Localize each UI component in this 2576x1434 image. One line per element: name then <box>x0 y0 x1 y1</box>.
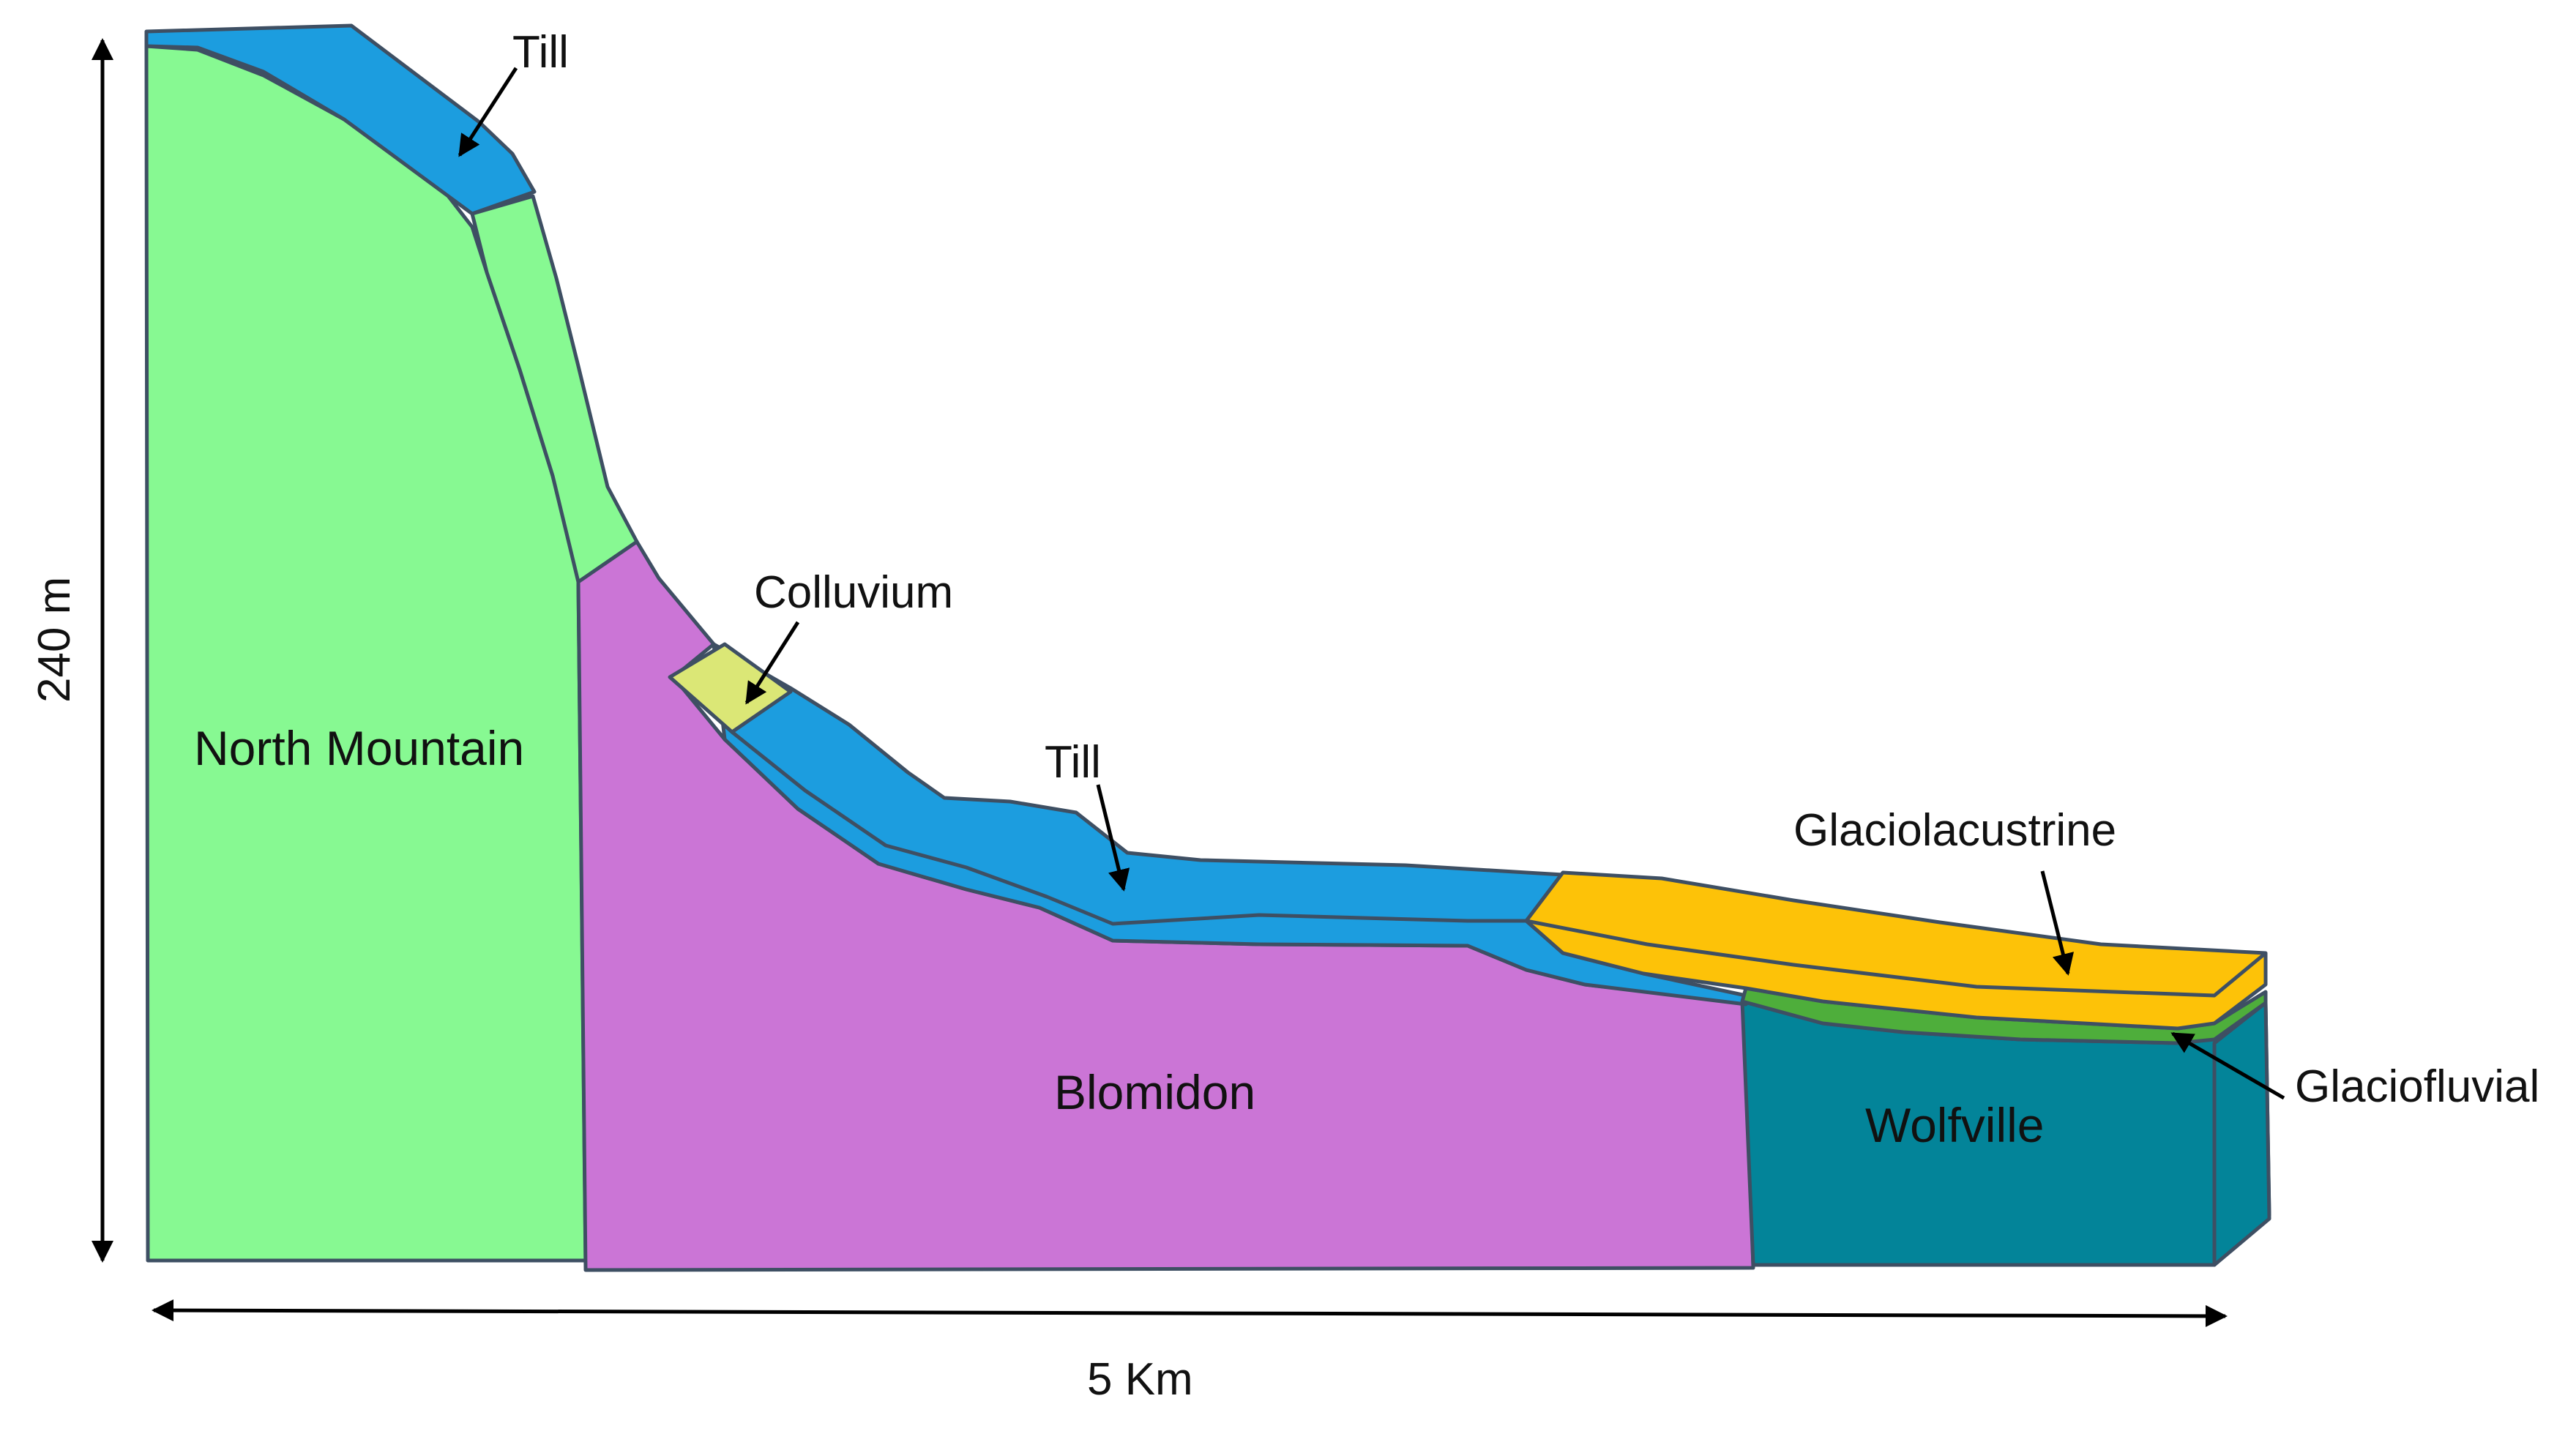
colluvium-leader-arrow <box>744 621 800 705</box>
label-glaciolacustrine: Glaciolacustrine <box>1793 805 2116 856</box>
till-lower-inner-line <box>731 731 1526 926</box>
till-upper-unit <box>144 23 537 216</box>
label-till-top: Till <box>512 27 569 78</box>
label-north-mountain: North Mountain <box>194 721 524 775</box>
vertical-scale-label: 240 m <box>29 577 80 703</box>
glaciolacustrine-inner-line <box>1526 919 2267 998</box>
label-till-mid: Till <box>1045 737 1101 788</box>
till-top-leader-arrow <box>458 67 518 157</box>
glaciofluvial-leader-arrow <box>2170 1031 2285 1100</box>
horizontal-scale-label: 5 Km <box>1087 1354 1193 1405</box>
label-wolfville: Wolfville <box>1865 1098 2045 1152</box>
colluvium-unit <box>668 642 793 734</box>
wolfville-side-face <box>2212 1001 2271 1267</box>
label-glaciofluvial: Glaciofluvial <box>2295 1061 2539 1112</box>
label-blomidon: Blomidon <box>1054 1065 1255 1119</box>
glaciolacustrine-leader-arrow <box>2040 870 2075 976</box>
till-mid-leader-arrow <box>1096 784 1130 892</box>
horizontal-scale-arrow <box>152 1299 2228 1327</box>
label-colluvium: Colluvium <box>754 567 953 618</box>
